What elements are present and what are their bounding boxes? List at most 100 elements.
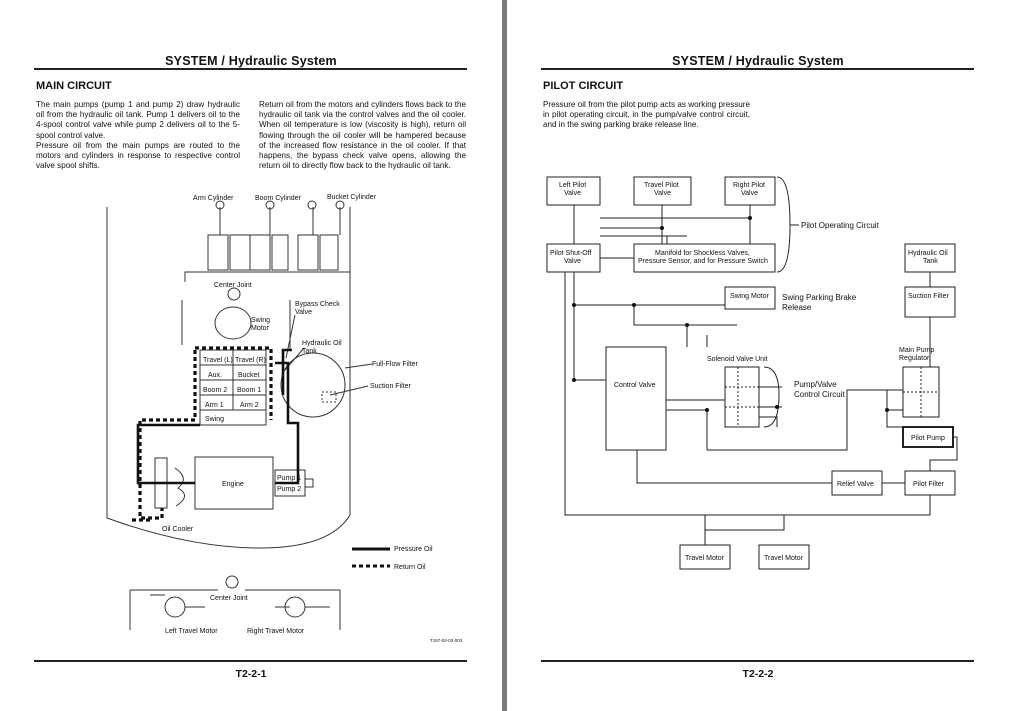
center-joint-bottom <box>225 575 239 589</box>
label-main-pump-regulator: Main Pump <box>899 347 935 354</box>
left-travel-motor <box>164 596 186 618</box>
label-hydraulic-oil-tank: Tank <box>923 258 938 265</box>
right-page: SYSTEM / Hydraulic System PILOT CIRCUIT … <box>507 0 1009 711</box>
paragraph: Pressure oil from the pilot pump acts as… <box>543 100 750 130</box>
page-header: SYSTEM / Hydraulic System <box>165 54 337 68</box>
label-right-travel-motor: Right Travel Motor <box>247 628 305 635</box>
header-rule <box>541 68 974 70</box>
footer-rule <box>34 660 467 662</box>
label-pump-valve-control: Control Circuit <box>794 390 845 399</box>
label-suction-filter: Suction Filter <box>370 383 412 390</box>
spool-boom-1: Boom 1 <box>237 387 261 394</box>
label-control-valve: Control Valve <box>614 382 656 389</box>
box-manifold <box>633 243 776 273</box>
header-rule <box>34 68 467 70</box>
box-right-pilot-valve <box>724 176 776 206</box>
left-page: SYSTEM / Hydraulic System MAIN CIRCUIT T… <box>0 0 502 711</box>
main-circuit-diagram: Arm Cylinder Boom Cylinder Bucket Cylind… <box>106 194 463 643</box>
box-pilot-filter <box>904 470 956 496</box>
page-number: T2-2-1 <box>235 668 267 680</box>
page-number: T2-2-2 <box>742 668 774 680</box>
spool-travel-r: Travel (R) <box>235 357 266 364</box>
label-suction-filter: Suction Filter <box>908 293 950 300</box>
paragraph: The main pumps (pump 1 and pump 2) draw … <box>36 100 240 140</box>
label-manifold: Manifold for Shockless Valves, <box>655 250 750 257</box>
spool-boom-2: Boom 2 <box>203 387 227 394</box>
swing-motor <box>214 306 252 340</box>
label-swing-parking-brake: Release <box>782 303 812 312</box>
paragraph: Pressure oil from the main pumps are rou… <box>36 140 240 171</box>
box-travel-motor-2 <box>758 544 810 570</box>
figure-code: T157-04-03-003 <box>430 638 463 643</box>
label-left-travel-motor: Left Travel Motor <box>165 628 218 635</box>
return-oil-lines <box>130 346 273 522</box>
pressure-oil-lines <box>136 348 300 485</box>
label-travel-pilot: Valve <box>654 190 671 197</box>
label-bypass-check-valve: Valve <box>295 309 312 316</box>
label-center-joint: Center Joint <box>214 282 252 289</box>
box-pilot-shutoff-valve <box>546 243 601 273</box>
label-travel-pilot: Travel Pilot <box>644 182 679 189</box>
label-pilot-shutoff: Valve <box>564 258 581 265</box>
spool-bucket: Bucket <box>238 372 259 379</box>
arm-cylinder <box>207 200 251 271</box>
label-solenoid-valve-unit: Solenoid Valve Unit <box>707 356 768 363</box>
label-hydraulic-oil-tank: Hydraulic Oil <box>908 250 948 257</box>
label-manifold: Pressure Sensor, and for Pressure Switch <box>638 258 768 265</box>
label-main-pump-regulator: Regulator <box>899 355 930 362</box>
label-swing-motor: Motor <box>251 325 270 332</box>
spool-aux: Aux. <box>208 372 222 379</box>
box-relief-valve <box>831 470 883 496</box>
label-relief-valve: Relief Valve <box>837 481 874 488</box>
label-center-joint-bottom: Center Joint <box>210 595 248 602</box>
spool-travel-l: Travel (L) <box>203 357 233 364</box>
label-pilot-operating-circuit: Pilot Operating Circuit <box>801 221 880 230</box>
label-travel-motor: Travel Motor <box>685 555 725 562</box>
label-pilot-pump: Pilot Pump <box>911 435 945 442</box>
label-swing-motor: Swing <box>251 317 270 324</box>
text-column-2: Return oil from the motors and cylinders… <box>259 100 466 171</box>
page-header: SYSTEM / Hydraulic System <box>672 54 844 68</box>
line-junctions <box>572 216 889 412</box>
label-left-pilot: Left Pilot <box>559 182 586 189</box>
spool-arm-1: Arm 1 <box>205 402 224 409</box>
footer-rule <box>541 660 974 662</box>
paragraph: Return oil from the motors and cylinders… <box>259 100 466 171</box>
label-pilot-shutoff: Pilot Shut-Off <box>550 250 592 257</box>
text-column-1: Pressure oil from the pilot pump acts as… <box>543 100 750 131</box>
label-right-pilot: Right Pilot <box>733 182 765 189</box>
label-pilot-filter: Pilot Filter <box>913 481 945 488</box>
label-left-pilot: Valve <box>564 190 581 197</box>
boom-cylinder <box>249 200 289 271</box>
pilot-lines <box>564 176 958 545</box>
legend-pressure-oil: Pressure Oil <box>394 546 433 553</box>
label-hydraulic-oil-tank: Hydraulic Oil <box>302 340 342 347</box>
label-pump-2: Pump 2 <box>277 486 301 493</box>
label-boom-cylinder: Boom Cylinder <box>255 195 302 202</box>
label-bucket-cylinder: Bucket Cylinder <box>327 194 377 201</box>
machine-outline <box>106 207 351 549</box>
box-control-valve <box>605 346 667 451</box>
spool-arm-2: Arm 2 <box>240 402 259 409</box>
label-full-flow-filter: Full-Flow Filter <box>372 361 419 368</box>
box-solenoid-valve-unit <box>724 366 760 428</box>
label-pump-1: Pump 1 <box>277 475 301 482</box>
box-hydraulic-oil-tank <box>904 243 956 273</box>
legend-return-oil: Return Oil <box>394 564 426 571</box>
label-pump-valve-control: Pump/Valve <box>794 380 837 389</box>
bucket-cylinder <box>297 200 345 271</box>
text-column-1: The main pumps (pump 1 and pump 2) draw … <box>36 100 240 171</box>
label-swing-parking-brake: Swing Parking Brake <box>782 293 857 302</box>
hydraulic-oil-tank <box>280 352 346 418</box>
label-travel-motor: Travel Motor <box>764 555 804 562</box>
label-bypass-check-valve: Bypass Check <box>295 301 340 308</box>
section-title: PILOT CIRCUIT <box>543 80 624 92</box>
label-right-pilot: Valve <box>741 190 758 197</box>
page-gutter <box>502 0 507 711</box>
spool-swing: Swing <box>205 416 224 423</box>
box-suction-filter <box>904 286 956 318</box>
label-arm-cylinder: Arm Cylinder <box>193 195 234 202</box>
box-swing-motor <box>724 286 776 310</box>
label-hydraulic-oil-tank: Tank <box>302 348 317 355</box>
section-title: MAIN CIRCUIT <box>36 80 112 92</box>
